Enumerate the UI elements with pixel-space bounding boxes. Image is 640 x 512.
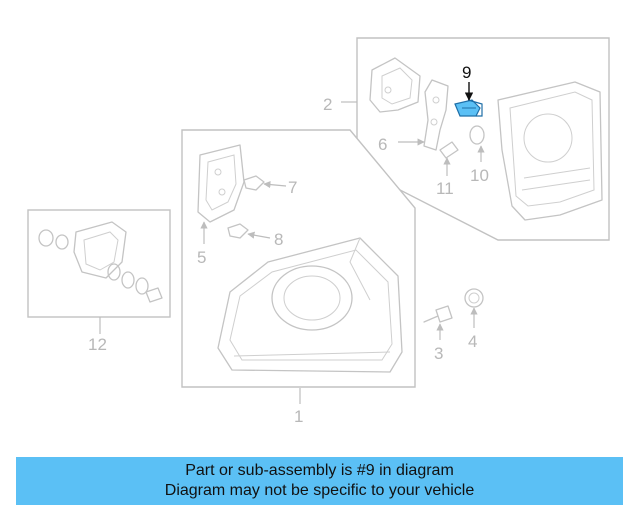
info-banner: Part or sub-assembly is #9 in diagram Di… bbox=[16, 457, 623, 505]
callout-3: 3 bbox=[434, 344, 443, 363]
callout-4: 4 bbox=[468, 332, 477, 351]
parts-diagram: 1 2 3 4 5 6 7 8 9 10 11 12 bbox=[27, 37, 610, 426]
callout-5: 5 bbox=[197, 248, 206, 267]
banner-line-disclaimer: Diagram may not be specific to your vehi… bbox=[164, 482, 475, 499]
panel-main-lamp bbox=[181, 129, 484, 388]
banner-line-part: Part or sub-assembly is #9 in diagram bbox=[185, 462, 454, 479]
callout-8: 8 bbox=[274, 230, 283, 249]
callout-6: 6 bbox=[378, 135, 387, 154]
callout-2: 2 bbox=[323, 95, 332, 114]
callout-7: 7 bbox=[288, 178, 297, 197]
callout-9: 9 bbox=[462, 63, 471, 82]
callout-12: 12 bbox=[88, 335, 107, 354]
panel-socket-assembly bbox=[27, 209, 171, 318]
callout-10: 10 bbox=[470, 166, 489, 185]
callout-1: 1 bbox=[294, 407, 303, 426]
leader-lines bbox=[99, 82, 485, 404]
panel-inner-lamp bbox=[356, 37, 610, 241]
callout-11: 11 bbox=[436, 179, 454, 198]
part-9-highlighted[interactable] bbox=[454, 99, 483, 117]
